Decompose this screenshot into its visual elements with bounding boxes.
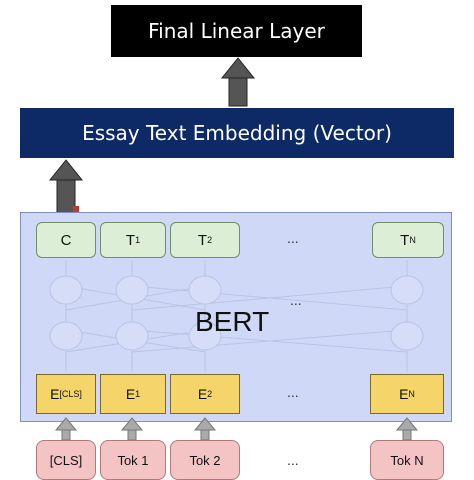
essay-text-embedding-label: Essay Text Embedding (Vector) [82,121,392,145]
output-node-subscript: 1 [135,235,141,245]
small-up-arrow-icon [395,417,419,441]
token-node-n: Tok N [370,440,444,480]
hidden-ellipsis: ... [290,292,302,308]
output-node-label: T [400,231,410,249]
token-node-2: Tok 2 [170,440,240,480]
bert-label: BERT [195,306,270,337]
hidden-node [49,275,83,305]
output-node-label: T [125,231,136,249]
token-label: [CLS] [49,452,83,468]
token-label: Tok 1 [117,452,149,468]
embedding-node-label: E [50,386,60,402]
final-linear-layer-label: Final Linear Layer [148,19,325,43]
embedding-ellipsis: ... [287,384,299,400]
small-up-arrow-icon [54,417,78,441]
hidden-node [188,275,222,305]
embedding-node-subscript: 2 [207,389,213,399]
embedding-node-label: E [399,386,409,402]
output-node-label: T [197,231,208,249]
small-up-arrow-icon [193,417,217,441]
token-label: Tok 2 [189,452,221,468]
embedding-node-cls: E[CLS] [36,374,96,414]
hidden-node [49,321,83,351]
output-ellipsis: ... [287,230,299,246]
embedding-node-label: E [125,386,136,402]
hidden-node [115,275,149,305]
token-node-cls: [CLS] [36,440,96,480]
output-node-label: C [60,231,72,249]
output-node-subscript: N [409,235,416,245]
small-up-arrow-icon [120,417,144,441]
hidden-node [390,275,424,305]
token-node-1: Tok 1 [100,440,166,480]
embedding-node-subscript: N [408,389,415,399]
output-node-c: C [36,222,96,258]
embedding-node-subscript: 1 [135,389,141,399]
token-ellipsis: ... [287,452,299,468]
up-arrow-icon [220,57,256,107]
hidden-node [188,321,222,351]
embedding-node-label: E [197,386,208,402]
token-label: Tok N [390,452,424,468]
essay-text-embedding-box: Essay Text Embedding (Vector) [20,108,454,158]
embedding-node-subscript: [CLS] [59,389,82,399]
hidden-node [390,321,424,351]
final-linear-layer-box: Final Linear Layer [111,5,362,57]
hidden-node [115,321,149,351]
output-node-subscript: 2 [207,235,213,245]
